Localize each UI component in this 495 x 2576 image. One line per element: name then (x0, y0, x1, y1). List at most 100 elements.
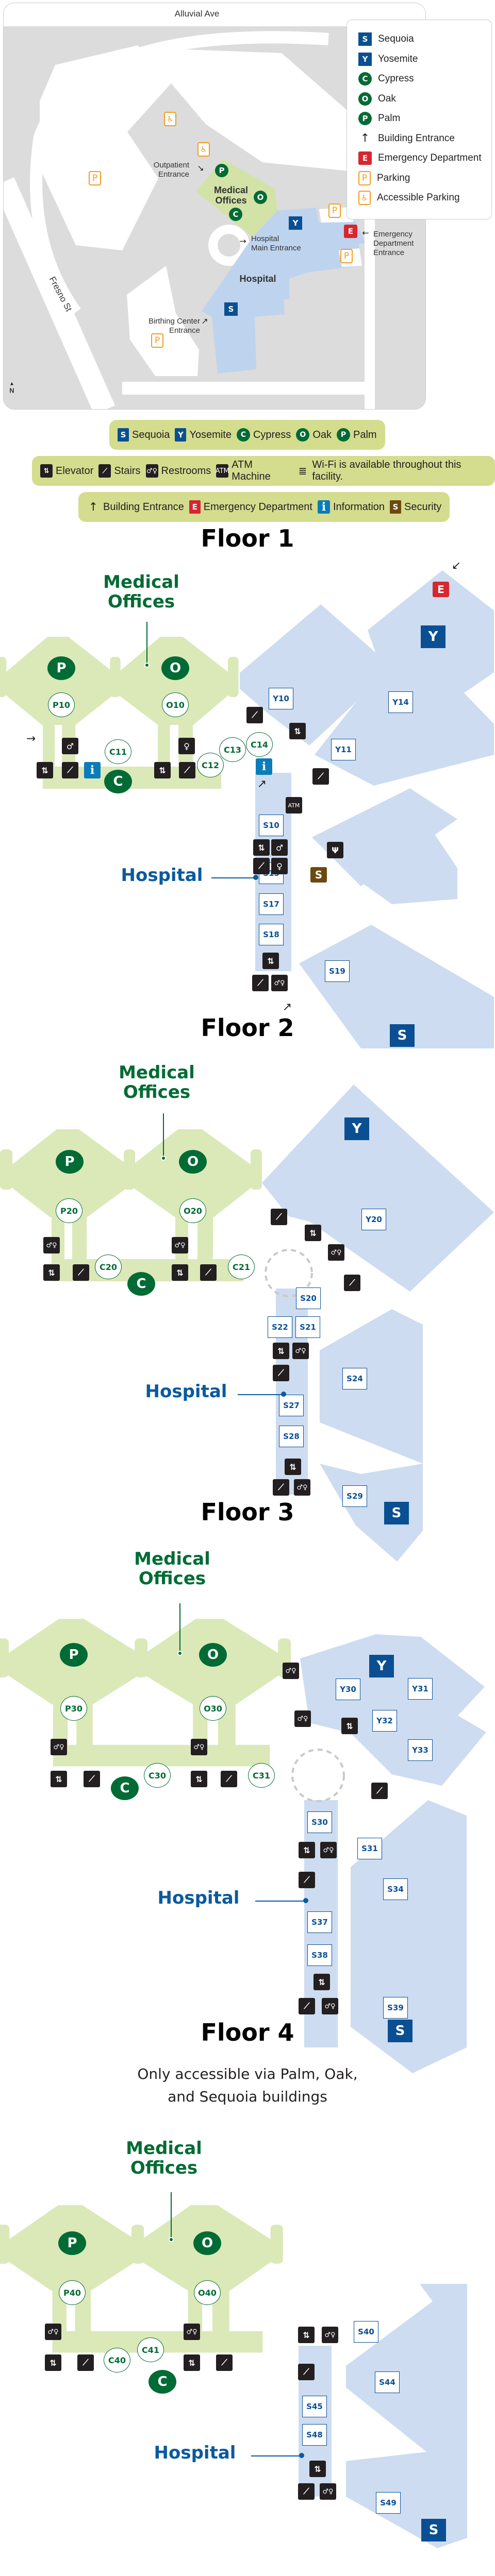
room-label[interactable]: P10 (48, 692, 75, 717)
room-label[interactable]: S27 (279, 1395, 304, 1416)
room-label[interactable]: S19 (325, 960, 350, 982)
emergency-badge[interactable]: E (433, 582, 449, 597)
oak-badge[interactable]: O (199, 1643, 227, 1667)
map-oak-badge[interactable]: O (254, 191, 267, 204)
room-label[interactable]: S22 (268, 1316, 292, 1338)
accessible-parking-icon[interactable] (197, 142, 210, 157)
room-label[interactable]: O20 (179, 1198, 206, 1223)
cypress-badge[interactable]: C (104, 770, 132, 793)
room-label[interactable]: C20 (95, 1255, 122, 1279)
legend-building-entrance: ↑Building Entrance (358, 129, 491, 149)
room-label[interactable]: S38 (307, 1944, 332, 1966)
accessible-parking-icon[interactable] (164, 112, 176, 126)
room-label[interactable]: O40 (194, 2280, 221, 2305)
room-label[interactable]: S48 (302, 2424, 327, 2446)
parking-icon[interactable]: P (89, 171, 101, 185)
map-palm-badge[interactable]: P (215, 164, 228, 177)
room-label[interactable]: C41 (137, 2337, 164, 2362)
room-label[interactable]: Y32 (372, 1710, 397, 1732)
room-label[interactable]: O10 (162, 692, 189, 717)
room-label[interactable]: S17 (259, 893, 284, 915)
room-label[interactable]: C21 (228, 1255, 255, 1279)
stairs-icon (273, 1365, 289, 1381)
sequoia-badge[interactable]: S (384, 1502, 409, 1524)
room-label[interactable]: Y14 (388, 691, 413, 713)
parking-icon[interactable]: P (328, 204, 341, 218)
room-label[interactable]: S49 (376, 2492, 401, 2514)
room-label[interactable]: C40 (104, 2348, 130, 2372)
room-label[interactable]: S18 (259, 924, 284, 945)
room-label[interactable]: C11 (105, 739, 131, 764)
restrooms-icon (322, 2327, 338, 2343)
room-label[interactable]: P30 (60, 1696, 87, 1721)
room-label[interactable]: S44 (375, 2371, 400, 2393)
room-label[interactable]: C13 (219, 737, 246, 762)
palm-badge[interactable]: P (47, 656, 75, 680)
room-label[interactable]: Y10 (269, 688, 293, 709)
sequoia-badge[interactable]: S (421, 2519, 446, 2541)
oak-badge[interactable]: O (179, 1150, 207, 1174)
room-label[interactable]: P40 (59, 2280, 86, 2305)
room-label[interactable]: S29 (342, 1485, 367, 1507)
room-label[interactable]: S34 (383, 1878, 408, 1900)
map-emergency-badge[interactable]: E (344, 225, 357, 238)
room-label[interactable]: C31 (248, 1763, 275, 1788)
oak-badge[interactable]: O (161, 656, 189, 680)
room-label[interactable]: O30 (200, 1696, 226, 1721)
elevator-icon (285, 1459, 301, 1475)
oak-badge[interactable]: O (193, 2231, 221, 2255)
elevator-icon (40, 464, 53, 478)
room-label[interactable]: S31 (357, 1838, 382, 1859)
elevator-icon (154, 762, 171, 778)
palm-badge[interactable]: P (60, 1643, 88, 1667)
yosemite-badge[interactable]: Y (369, 1655, 394, 1677)
cypress-badge[interactable]: C (127, 1272, 155, 1296)
parking-icon[interactable]: P (340, 249, 353, 263)
room-label[interactable]: C12 (197, 753, 224, 777)
map-yosemite-badge[interactable]: Y (289, 216, 302, 230)
room-label[interactable]: C30 (144, 1763, 171, 1788)
sequoia-badge[interactable]: S (388, 2020, 412, 2042)
room-label[interactable]: Y31 (408, 1678, 433, 1700)
room-label[interactable]: S37 (307, 1911, 332, 1933)
parking-icon[interactable]: P (151, 333, 163, 348)
stairs-icon (298, 2483, 315, 2500)
room-label[interactable]: S10 (259, 815, 284, 836)
room-label[interactable]: S28 (279, 1426, 304, 1447)
security-badge[interactable]: S (310, 867, 327, 883)
room-label[interactable]: S40 (354, 2321, 378, 2343)
room-label[interactable]: Y11 (331, 739, 356, 760)
mens-restroom-icon (62, 738, 78, 754)
map-cypress-badge[interactable]: C (229, 208, 242, 221)
palm-badge[interactable]: P (58, 2231, 86, 2255)
room-label[interactable]: S24 (342, 1368, 367, 1389)
room-label[interactable]: Y30 (336, 1679, 360, 1700)
cypress-badge[interactable]: C (148, 2370, 176, 2394)
room-label[interactable]: S45 (302, 2396, 327, 2417)
mens-restroom-icon (271, 839, 288, 856)
room-label[interactable]: S30 (307, 1811, 332, 1833)
map-sequoia-badge[interactable]: S (224, 302, 238, 316)
room-label[interactable]: S39 (383, 1997, 408, 2019)
yosemite-badge[interactable]: Y (421, 625, 446, 648)
cypress-badge[interactable]: C (111, 1776, 139, 1800)
stairs-icon (179, 762, 195, 778)
restrooms-icon (184, 2324, 200, 2340)
room-label[interactable]: Y20 (361, 1209, 386, 1230)
elevator-icon (43, 1264, 60, 1281)
room-label[interactable]: S20 (296, 1287, 321, 1309)
palm-badge[interactable]: P (56, 1150, 84, 1174)
sequoia-badge[interactable]: S (390, 1024, 415, 1047)
room-label[interactable]: C14 (246, 732, 273, 757)
yosemite-badge[interactable]: Y (344, 1117, 369, 1140)
room-label[interactable]: Y33 (408, 1739, 433, 1761)
room-label[interactable]: P20 (56, 1198, 82, 1223)
room-label[interactable]: S21 (295, 1316, 320, 1338)
